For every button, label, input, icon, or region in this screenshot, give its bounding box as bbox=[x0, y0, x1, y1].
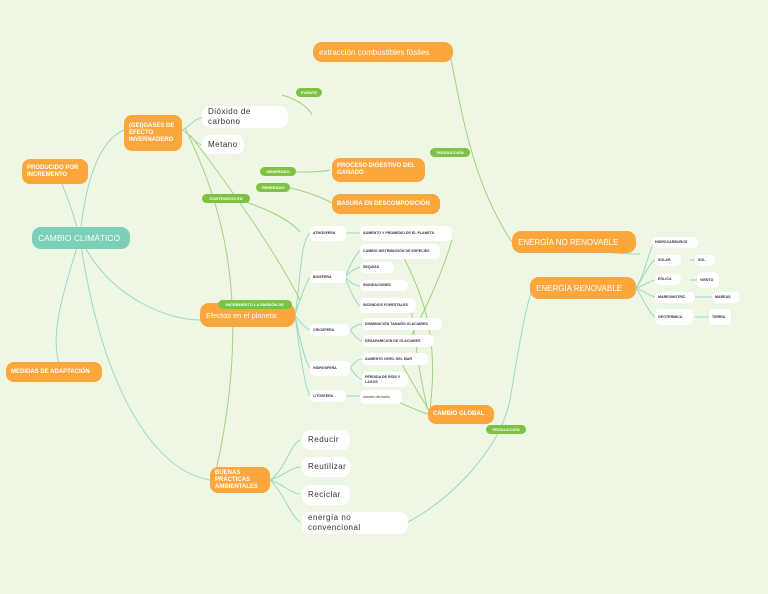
source-sol[interactable]: SOL bbox=[695, 255, 715, 266]
practice-energia-no-convencional[interactable]: energía no convencional bbox=[302, 512, 408, 534]
node-gases-efecto-invernadero[interactable]: (GEI)GASES DE EFECTO INVERNADERO bbox=[124, 115, 182, 151]
node-energia-renovable[interactable]: ENERGÍA RENOVABLE bbox=[530, 277, 636, 299]
effect-cambio-distribucion[interactable]: CAMBIO DISTRIBUCIÓN DE ESPECIES bbox=[360, 244, 440, 259]
source-mareas[interactable]: MAREAS bbox=[712, 292, 740, 303]
practice-reciclar[interactable]: Reciclar bbox=[302, 485, 350, 505]
tag-incremento-emision: INCREMENTO LA EMISIÓN DE bbox=[218, 300, 292, 309]
tag-contenidos-en: CONTENIDOS EN bbox=[202, 194, 250, 203]
source-solar[interactable]: SOLAR bbox=[655, 255, 681, 266]
tag-generado-1: GENERADO bbox=[260, 167, 296, 176]
sphere-atmosfera[interactable]: ATMÓSFERA bbox=[310, 226, 346, 241]
effect-desaparicion-glaciares[interactable]: DESAPARICIÓN DE GLACIARES bbox=[362, 335, 434, 347]
source-eolica[interactable]: EÓLICA bbox=[655, 274, 681, 285]
source-hidrocarburos[interactable]: HIDROCARBUROS bbox=[652, 237, 698, 248]
source-tierra[interactable]: TIERRA bbox=[709, 309, 731, 325]
tag-generado-2: GENERADO bbox=[256, 183, 290, 192]
node-medidas-de-adaptacion[interactable]: MEDIDAS DE ADAPTACIÓN bbox=[6, 362, 102, 382]
node-extraccion-combustibles[interactable]: extracción combustibles fósiles bbox=[313, 42, 453, 62]
node-basura-descomposicion[interactable]: BASURA EN DESCOMPOSICIÓN bbox=[332, 194, 440, 214]
practice-reutilizar[interactable]: Reutilizar bbox=[302, 457, 350, 477]
node-cambio-global[interactable]: CAMBIO GLOBAL bbox=[428, 405, 494, 424]
effect-aumento-nivel-mar[interactable]: AUMENTO NIVEL DEL MAR bbox=[362, 353, 428, 365]
effect-perdida-rios-lagos[interactable]: PÉRDIDA DE RÍOS Y LAGOS bbox=[362, 372, 408, 387]
practice-reducir[interactable]: Reducir bbox=[302, 430, 350, 450]
sphere-hidrosfera[interactable]: HIDROSFERA bbox=[310, 361, 350, 376]
sphere-criosfera[interactable]: CRIOSFERA bbox=[310, 324, 350, 336]
node-producido-por-incremento[interactable]: PRODUCIDO POR INCREMENTO bbox=[22, 159, 88, 184]
sphere-litosfera[interactable]: LITOSFERA bbox=[310, 390, 346, 402]
node-buenas-practicas[interactable]: BUENAS PRÁCTICAS AMBIENTALES bbox=[210, 467, 270, 493]
root-node-cambio-climatico[interactable]: CAMBIO CLIMÁTICO bbox=[32, 227, 130, 249]
source-mareomotriz[interactable]: MAREOMOTRIZ bbox=[655, 292, 695, 303]
effect-disminucion-glaciares[interactable]: DISMINUCIÓN TAMAÑO GLACIARES bbox=[362, 318, 442, 330]
node-proceso-digestivo[interactable]: PROCESO DIGESTIVO DEL GANADO bbox=[332, 158, 425, 182]
effect-sequias[interactable]: SEQUÍAS bbox=[360, 262, 394, 273]
effect-inundaciones[interactable]: INUNDACIONES bbox=[360, 280, 408, 291]
sphere-biosfera[interactable]: BIOSFERA bbox=[310, 271, 346, 283]
tag-fuente: FUENTE bbox=[296, 88, 322, 97]
node-energia-no-renovable[interactable]: ENERGÍA NO RENOVABLE bbox=[512, 231, 636, 253]
node-dioxido-de-carbono[interactable]: Dióxido de carbono bbox=[202, 106, 288, 128]
effect-cambio-suelo[interactable]: cambio del suelo bbox=[360, 390, 402, 404]
source-geotermica[interactable]: GEOTERMICA bbox=[655, 309, 693, 325]
root-label: CAMBIO CLIMÁTICO bbox=[38, 233, 121, 243]
node-metano[interactable]: Metano bbox=[202, 135, 244, 154]
tag-produccion: PRODUCCIÓN bbox=[430, 148, 470, 157]
effect-incendios-forestales[interactable]: INCENDIOS FORESTALES bbox=[360, 298, 416, 313]
source-viento[interactable]: VIENTO bbox=[697, 272, 719, 288]
tag-produccion-2: PRODUCCIÓN bbox=[486, 425, 526, 434]
effect-aumento-promedio[interactable]: AUMENTO Y PROMEDIO DE EL PLANETA bbox=[360, 226, 452, 241]
